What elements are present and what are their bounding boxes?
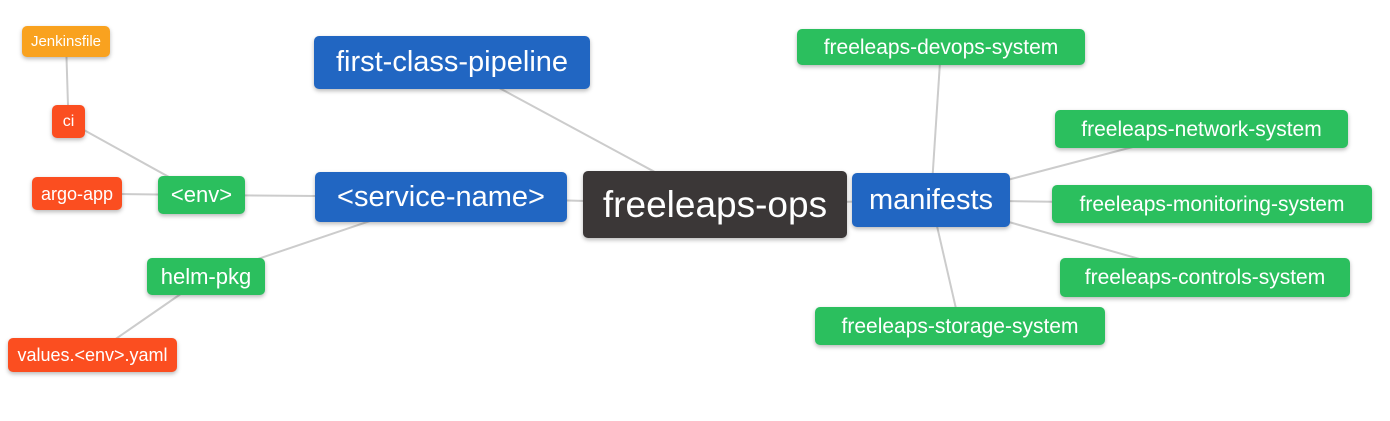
- node-service-name[interactable]: <service-name>: [315, 172, 567, 222]
- node-env[interactable]: <env>: [158, 176, 245, 214]
- node-freeleaps-devops-system[interactable]: freeleaps-devops-system: [797, 29, 1085, 65]
- node-freeleaps-storage-system[interactable]: freeleaps-storage-system: [815, 307, 1105, 345]
- node-manifests[interactable]: manifests: [852, 173, 1010, 227]
- node-freeleaps-network-system[interactable]: freeleaps-network-system: [1055, 110, 1348, 148]
- node-argo-app[interactable]: argo-app: [32, 177, 122, 210]
- node-jenkinsfile[interactable]: Jenkinsfile: [22, 26, 110, 57]
- node-helm-pkg[interactable]: helm-pkg: [147, 258, 265, 295]
- node-values-env-yaml[interactable]: values.<env>.yaml: [8, 338, 177, 372]
- node-freeleaps-ops[interactable]: freeleaps-ops: [583, 171, 847, 238]
- node-freeleaps-monitoring-system[interactable]: freeleaps-monitoring-system: [1052, 185, 1372, 223]
- node-freeleaps-controls-system[interactable]: freeleaps-controls-system: [1060, 258, 1350, 297]
- node-ci[interactable]: ci: [52, 105, 85, 138]
- node-first-class-pipeline[interactable]: first-class-pipeline: [314, 36, 590, 89]
